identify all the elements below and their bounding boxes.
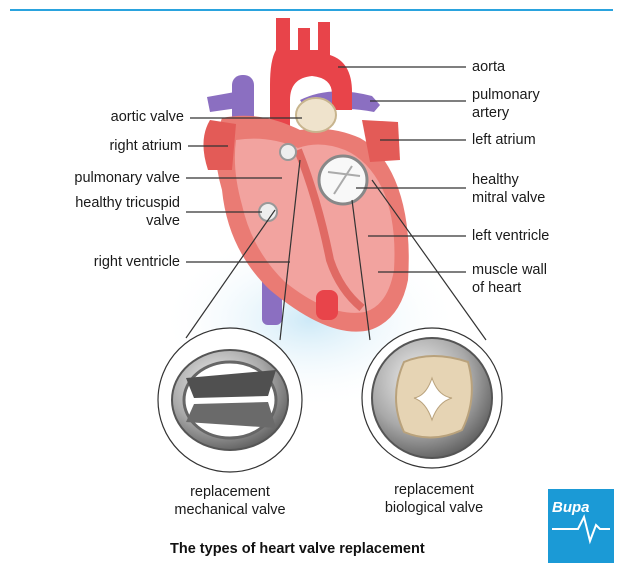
label-healthy-tricuspid-valve: healthy tricuspid valve [30, 194, 180, 230]
mitral-valve-shape [319, 156, 367, 204]
label-pulmonary-artery: pulmonary artery [472, 86, 540, 122]
mechanical-valve-circle [158, 328, 302, 472]
label-mechanical-valve: replacement mechanical valve [160, 483, 300, 519]
label-aortic-valve: aortic valve [44, 108, 184, 126]
pulmonary-valve-shape [280, 144, 296, 160]
label-left-ventricle: left ventricle [472, 227, 549, 245]
label-pulmonary-valve: pulmonary valve [30, 169, 180, 187]
biological-valve-circle [362, 328, 502, 468]
aortic-valve-shape [296, 98, 336, 132]
heartbeat-icon [548, 489, 614, 563]
bupa-logo: Bupa [548, 489, 614, 563]
label-biological-valve: replacement biological valve [364, 481, 504, 517]
label-right-atrium: right atrium [44, 137, 182, 155]
label-right-ventricle: right ventricle [30, 253, 180, 271]
label-aorta: aorta [472, 58, 505, 76]
figure-caption: The types of heart valve replacement [170, 541, 425, 557]
label-healthy-mitral-valve: healthy mitral valve [472, 171, 545, 207]
label-muscle-wall: muscle wall of heart [472, 261, 547, 297]
label-left-atrium: left atrium [472, 131, 536, 149]
